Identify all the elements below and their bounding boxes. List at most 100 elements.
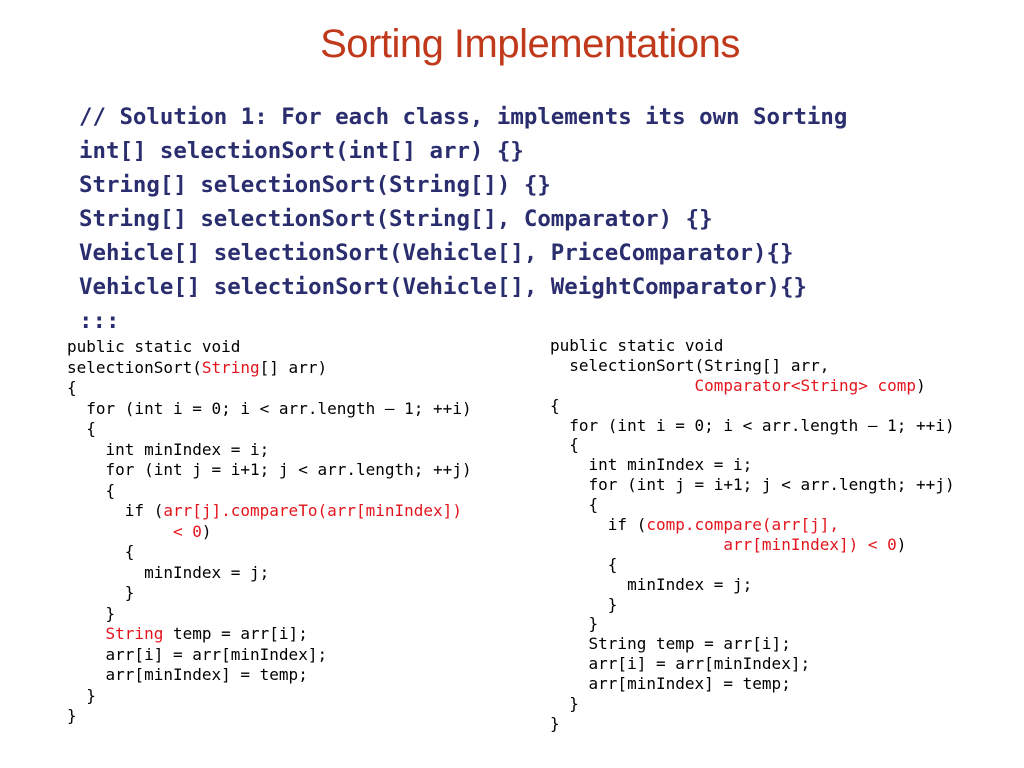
code-token: if ( — [67, 501, 164, 520]
code-token — [550, 376, 695, 395]
method-signatures-block: // Solution 1: For each class, implement… — [79, 100, 847, 338]
code-line: for (int i = 0; i < arr.length – 1; ++i) — [550, 415, 955, 436]
highlighted-code-token: comp.compare(arr[j], — [646, 515, 839, 535]
code-line: arr[i] = arr[minIndex]; — [550, 654, 955, 674]
code-line: arr[i] = arr[minIndex]; — [67, 645, 472, 666]
solution-comment-line: // Solution 1: For each class, implement… — [79, 104, 848, 130]
code-line: if (arr[j].compareTo(arr[minIndex]) — [67, 501, 472, 522]
code-token: minIndex = j; — [550, 574, 753, 594]
code-line: for (int i = 0; i < arr.length – 1; ++i) — [67, 398, 472, 420]
highlighted-code-token: Comparator<String> comp — [694, 375, 917, 395]
code-token: for (int j = i+1; j < arr.length; ++j) — [550, 475, 955, 495]
code-token: { — [550, 395, 560, 415]
code-token: int minIndex = i; — [67, 439, 270, 459]
code-token: minIndex = j; — [67, 562, 270, 582]
comparator-selection-sort-code: public static void selectionSort(String[… — [550, 336, 955, 734]
code-token: selectionSort(String[] arr, — [550, 355, 830, 375]
code-token: } — [550, 713, 560, 733]
code-line: for (int j = i+1; j < arr.length; ++j) — [67, 460, 472, 481]
code-line: } — [67, 706, 472, 727]
code-line: } — [67, 583, 472, 604]
code-token: { — [67, 378, 77, 397]
highlighted-code-token: String — [201, 357, 260, 377]
code-token: } — [67, 706, 77, 725]
code-line: for (int j = i+1; j < arr.length; ++j) — [550, 475, 955, 495]
code-line: if (comp.compare(arr[j], — [550, 515, 955, 535]
code-line: arr[minIndex] = temp; — [550, 674, 955, 694]
code-token: } — [550, 614, 599, 634]
code-token: { — [550, 435, 579, 455]
signature-line: int[] selectionSort(int[] arr) {} — [79, 138, 524, 164]
code-token: ) — [916, 375, 926, 395]
code-line: minIndex = j; — [550, 575, 955, 595]
code-token: [] arr) — [259, 357, 328, 377]
code-line: } — [550, 614, 955, 634]
code-token: } — [67, 603, 116, 623]
code-line: selectionSort(String[] arr) — [67, 358, 472, 379]
code-line: String temp = arr[i]; — [67, 624, 472, 645]
code-line: public static void — [550, 336, 955, 356]
code-line: int minIndex = i; — [67, 440, 472, 461]
highlighted-code-token: arr[j].compareTo(arr[minIndex]) — [163, 501, 462, 520]
code-line: { — [67, 481, 472, 502]
code-line: { — [550, 495, 955, 515]
ellipsis-line: ::: — [79, 308, 120, 334]
code-line: { — [67, 542, 472, 563]
code-token: temp = arr[i]; — [163, 624, 308, 643]
code-token: { — [550, 554, 618, 574]
code-token: { — [67, 542, 135, 561]
code-line: { — [550, 396, 955, 416]
code-token: ) — [201, 521, 212, 541]
code-line: } — [550, 595, 955, 615]
code-token: arr[minIndex] = temp; — [67, 665, 308, 684]
code-token: for (int i = 0; i < arr.length – 1; ++i) — [550, 415, 955, 435]
signature-line: Vehicle[] selectionSort(Vehicle[], Price… — [79, 240, 794, 266]
code-line: { — [67, 419, 472, 440]
code-line: } — [550, 694, 955, 714]
code-token: for (int i = 0; i < arr.length – 1; ++i) — [67, 398, 472, 418]
code-line: } — [67, 604, 472, 625]
slide-title: Sorting Implementations — [320, 22, 740, 66]
code-token: } — [67, 685, 96, 705]
highlighted-code-token: arr[minIndex]) < 0 — [723, 534, 897, 554]
code-line: arr[minIndex]) < 0) — [550, 535, 955, 555]
code-line: selectionSort(String[] arr, — [550, 356, 955, 376]
signature-line: String[] selectionSort(String[]) {} — [79, 172, 551, 198]
code-token — [550, 535, 723, 554]
code-line: < 0) — [67, 522, 472, 543]
code-token: } — [550, 694, 579, 714]
highlighted-code-token: String — [105, 624, 164, 643]
code-token — [67, 624, 106, 643]
code-token: String temp = arr[i]; — [550, 634, 791, 654]
highlighted-code-token: < 0 — [172, 521, 202, 541]
code-token: for (int j = i+1; j < arr.length; ++j) — [67, 460, 472, 479]
code-token: arr[minIndex] = temp; — [550, 674, 791, 694]
code-line: minIndex = j; — [67, 563, 472, 584]
signature-line: String[] selectionSort(String[], Compara… — [79, 206, 713, 232]
code-line: int minIndex = i; — [550, 455, 955, 475]
code-token — [67, 522, 173, 541]
code-line: arr[minIndex] = temp; — [67, 665, 472, 686]
code-line: } — [550, 714, 955, 734]
code-line: public static void — [67, 337, 472, 358]
code-token: { — [67, 419, 96, 438]
code-line: { — [550, 555, 955, 575]
code-line: } — [67, 686, 472, 707]
code-token: } — [550, 594, 618, 614]
code-token: if ( — [550, 515, 647, 535]
signature-line: Vehicle[] selectionSort(Vehicle[], Weigh… — [79, 274, 807, 300]
code-token: arr[i] = arr[minIndex]; — [67, 644, 328, 664]
code-line: { — [67, 378, 472, 399]
code-token: public static void — [67, 337, 241, 356]
code-line: { — [550, 435, 955, 455]
code-token: { — [550, 495, 599, 515]
code-token: public static void — [550, 336, 724, 355]
code-token: selectionSort( — [67, 357, 202, 377]
code-line: Comparator<String> comp) — [550, 376, 955, 396]
code-token: arr[i] = arr[minIndex]; — [550, 654, 811, 674]
code-token: int minIndex = i; — [550, 455, 753, 475]
code-token: } — [67, 583, 135, 602]
code-token: { — [67, 480, 116, 500]
code-token: ) — [896, 534, 907, 554]
